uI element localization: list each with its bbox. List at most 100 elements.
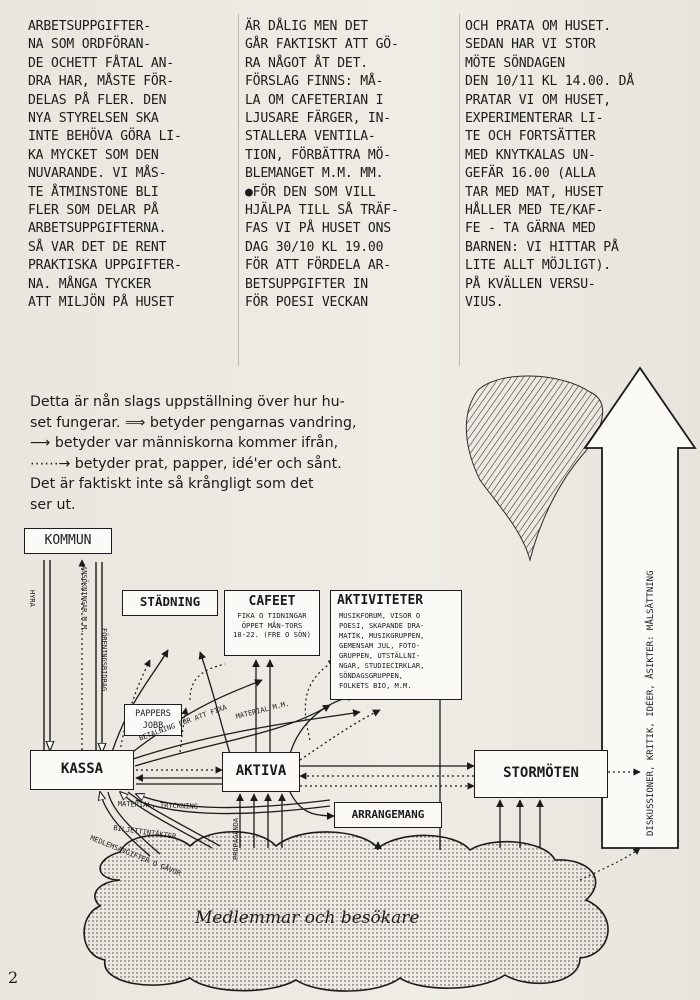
kassa-label: KASSA: [60, 761, 104, 777]
text-line: NA. MÅNGA TYCKER: [28, 276, 151, 292]
text-line: MED knytkalas UN-: [465, 147, 596, 163]
legend-line: ser ut.: [30, 496, 76, 513]
cafeet-box: CAFEET FIKA O TIDNINGAR ÖPPET MÅN-TORS 1…: [224, 590, 320, 656]
aktiviteter-desc-line: POESI, SKAPANDE DRA-: [339, 621, 425, 630]
text-line: ARBETSUPPGIFTERNA.: [28, 221, 167, 237]
text-line: PRATAR VI OM huset,: [465, 92, 611, 108]
propaganda-label: PROPAGANDA: [232, 817, 240, 860]
text-line: SÅ VAR DET DE RENT: [28, 239, 167, 255]
text-line: STALLERA VENTILA-: [245, 129, 376, 145]
aktiviteter-desc-line: FOLKETS BIO, M.M.: [339, 681, 412, 690]
text-line: SEDAN HAR VI STOR: [465, 37, 596, 53]
aktiviteter-desc-line: NGAR, STUDIECIRKLAR,: [339, 661, 425, 670]
stormoten-box: STORMÖTEN: [474, 750, 608, 798]
cafeet-desc-line: 18-22. (FRE O SÖN): [233, 630, 311, 639]
text-line: GEFÄR 16.00 (ALLA: [465, 166, 596, 182]
column-divider: [459, 14, 460, 366]
arrangemang-box: ARRANGEMANG: [334, 802, 442, 828]
pappersjobb-line: JOBB: [142, 721, 164, 731]
text-line: ATT MILJÖN PÅ huset: [28, 295, 174, 311]
text-line: RA NÅGOT ÅT DET.: [245, 55, 368, 71]
text-line: TE OCH FORTSÄTTER: [465, 129, 596, 145]
members-label: Medlemmar och besökare: [195, 908, 420, 928]
text-line: GÅR FAKTISKT ATT GÖ-: [245, 37, 399, 53]
kommun-label: KOMMUN: [44, 533, 92, 548]
text-line: TION, FÖRBÄTTRA MÖ-: [245, 147, 391, 163]
arrangemang-label: ARRANGEMANG: [351, 808, 425, 821]
text-line: VIUS.: [465, 295, 504, 311]
cafeet-desc-line: ÖPPET MÅN-TORS: [241, 620, 303, 630]
members-cloud: [83, 831, 609, 992]
aktiviteter-description: MUSIKFORUM, VISOR O POESI, SKAPANDE DRA-…: [339, 611, 461, 691]
text-column-3: OCH PRATA OM huset. SEDAN HAR VI STOR MÖTE…: [465, 18, 685, 313]
legend-line: set fungerar. ⟹ betyder pengarnas vandri…: [30, 414, 357, 431]
text-line: FE - TA GÄRNA MED: [465, 221, 596, 237]
text-line: TAR MED MAT, huset: [465, 184, 604, 200]
text-line: NA SOM ORDFÖRAN-: [28, 37, 151, 53]
cafeet-desc-line: FIKA O TIDNINGAR: [237, 611, 307, 620]
aktiva-label: AKTIVA: [235, 763, 287, 779]
text-line: LJUSARE FÄRGER, IN-: [245, 111, 391, 127]
text-line: DEN 10/11 KL 14.00. DÅ: [465, 74, 635, 90]
aktiviteter-desc-line: MATIK, MUSIKGRUPPEN,: [339, 631, 425, 640]
text-line: FÖR POESI VECKAN: [245, 295, 368, 311]
text-line: HÅLLER MED TE/KAF-: [465, 203, 604, 219]
text-line: MÖTE SÖNDAGEN: [465, 55, 565, 71]
aktiviteter-box: AKTIVITETER MUSIKFORUM, VISOR O POESI, S…: [330, 590, 462, 700]
ansokningar-label: ANSÖKNINGAR M.M.: [80, 566, 88, 634]
page-number: 2: [8, 968, 19, 987]
aktiviteter-label: AKTIVITETER: [337, 593, 424, 608]
legend-text: Detta är nån slags uppställning över hur…: [30, 392, 510, 515]
text-line: TE ÅTMINSTONE BLI: [28, 184, 159, 200]
text-column-1: ARBETSUPPGIFTER- NA SOM ORDFÖRAN- DE OCHET…: [28, 18, 233, 313]
text-line: DRA HAR, MÅSTE FÖR-: [28, 74, 174, 90]
aktiva-box: AKTIVA: [222, 752, 300, 792]
text-line: BETSUPPGIFTER IN: [245, 276, 368, 292]
kassa-box: KASSA: [30, 750, 134, 790]
aktiviteter-desc-line: GEMENSAM JUL, FOTO-: [339, 641, 421, 650]
hatched-cloud: [465, 375, 604, 562]
text-line: KA MYCKET SOM DEN: [28, 147, 159, 163]
legend-line: ⟶ betyder var människorna kommer ifrån,: [30, 435, 339, 451]
legend-line: Det är faktiskt inte så krångligt som de…: [30, 476, 314, 492]
hyra-label: HYRA: [28, 590, 36, 607]
legend-line: ⋯⋯→ betyder prat, papper, idé'er och sån…: [30, 455, 342, 472]
text-line: INTE BEHÖVA GÖRA LI-: [28, 129, 182, 145]
text-line: NUVARANDE. VI MÅS-: [28, 166, 167, 182]
text-line: FAS VI PÅ huset ONS: [245, 221, 391, 237]
stadning-label: STÄDNING: [139, 594, 201, 609]
text-line: FÖR ATT FÖRDELA AR-: [245, 258, 391, 274]
aktiviteter-desc-line: GRUPPEN, UTSTÄLLNI-: [339, 651, 421, 660]
text-line: DAG 30/10 KL 19.00: [245, 239, 384, 255]
column-divider: [238, 14, 239, 366]
text-line: DELAS PÅ FLER. DEN: [28, 92, 167, 108]
text-line: FÖRSLAG FINNS: MÅ-: [245, 74, 384, 90]
text-line: LITE ALLT MÖJLIGT).: [465, 258, 611, 274]
text-line: BLEMANGET M.M. MM.: [245, 166, 384, 182]
big-up-arrow: [583, 366, 697, 849]
foreningsbidrag-label: FÖRENINGSBIDRAG: [100, 628, 108, 692]
text-line: NYA STYRELSEN SKA: [28, 111, 159, 127]
text-column-2: ÄR DÅLIG MEN DET GÅR FAKTISKT ATT GÖ- RA N…: [245, 18, 455, 313]
text-line: FLER SOM DELAR PÅ: [28, 203, 159, 219]
kommun-box: KOMMUN: [24, 528, 112, 554]
text-line: ÄR DÅLIG MEN DET: [245, 19, 368, 34]
text-line: ●FÖR DEN SOM VILL: [245, 184, 376, 200]
stormoten-label: STORMÖTEN: [503, 765, 579, 781]
text-line: EXPERIMENTERAR LI-: [465, 111, 604, 127]
legend-line: Detta är nån slags uppställning över hur…: [30, 394, 345, 410]
text-line: PÅ KVÄLLEN VERSU-: [465, 276, 596, 292]
pappersjobb-label: PAPPERS JOBB: [125, 708, 181, 732]
pappersjobb-line: PAPPERS: [135, 709, 171, 719]
text-line: LA OM CAFETERIAN I: [245, 92, 384, 108]
aktiviteter-desc-line: MUSIKFORUM, VISOR O: [339, 611, 421, 620]
text-line: OCH PRATA OM huset.: [465, 19, 611, 34]
diskussioner-label: DISKUSSIONER, KRITIK, IDÉER, ÅSIKTER: MÅ…: [646, 570, 656, 836]
text-line: PRAKTISKA UPPGIFTER-: [28, 258, 182, 274]
cafeet-description: FIKA O TIDNINGAR ÖPPET MÅN-TORS 18-22. (…: [225, 611, 319, 640]
stadning-box: STÄDNING: [122, 590, 218, 616]
text-line: DE OCHETT FÅTAL AN-: [28, 55, 174, 71]
text-line: ARBETSUPPGIFTER-: [28, 19, 151, 34]
